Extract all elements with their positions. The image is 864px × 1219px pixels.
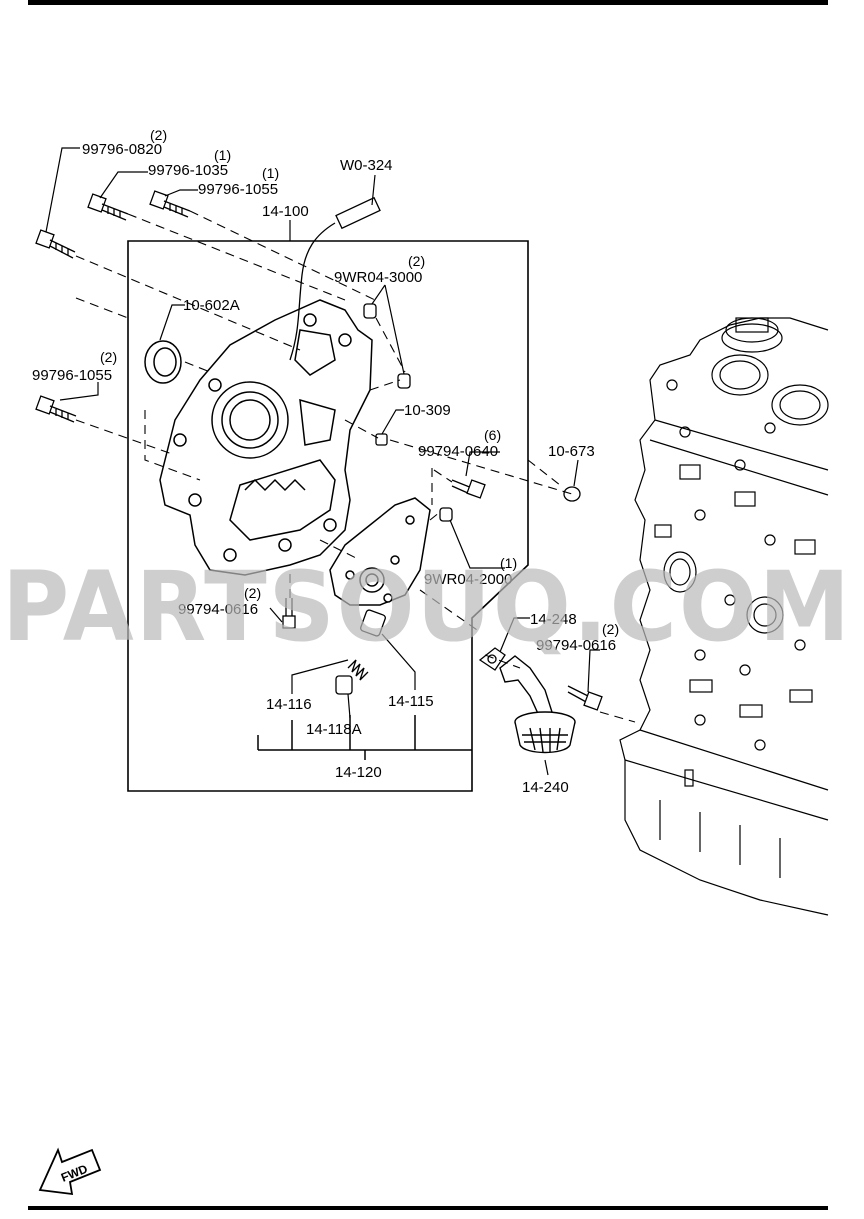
qty-99796-1035: (1): [214, 147, 231, 163]
bolt-99794-0616-right: [567, 685, 603, 711]
leader-lines: [45, 147, 600, 776]
label-9wr04-3000: 9WR04-3000: [334, 269, 422, 286]
label-10-673: 10-673: [548, 443, 595, 460]
front-cover-housing: [159, 299, 373, 576]
qty-99794-0616-right: (2): [602, 621, 619, 637]
plunger-14-115: [360, 609, 386, 637]
qty-99794-0616-left: (2): [244, 585, 261, 601]
label-99794-0640: 99794-0640: [418, 443, 498, 460]
qty-99796-1055-top: (1): [262, 165, 279, 181]
label-14-118a: 14-118A: [306, 721, 362, 738]
qty-99796-1055-left: (2): [100, 349, 117, 365]
bolt-99794-0640: [451, 479, 486, 499]
qty-99796-0820: (2): [150, 127, 167, 143]
bolts: [35, 190, 603, 711]
oil-pump-body: [329, 497, 431, 606]
qty-99794-0640: (6): [484, 427, 501, 443]
label-9wr04-2000: 9WR04-2000: [424, 571, 512, 588]
bolt-99796-1035: [87, 193, 129, 221]
pin-10-309: [375, 433, 388, 446]
plug-9wr04-2000: [439, 507, 453, 522]
label-99796-0820: 99796-0820: [82, 141, 162, 158]
bolt-99794-0616-left: [282, 598, 296, 629]
sensor-w0-324: [289, 196, 381, 361]
qty-9wr04-2000: (1): [500, 555, 517, 571]
label-14-240: 14-240: [522, 779, 569, 796]
label-99796-1055-top: 99796-1055: [198, 181, 278, 198]
qty-9wr04-3000: (2): [408, 253, 425, 269]
assembly-frame-14-100: [127, 240, 529, 792]
callout-labels: (2) 99796-0820 (1) 99796-1035 (1) 99796-…: [32, 127, 619, 796]
relief-valve-parts: [335, 609, 386, 695]
oil-strainer-14-240: [499, 655, 576, 754]
bolt-99796-0820: [35, 229, 76, 259]
o-ring-10-673: [563, 486, 581, 502]
label-14-100: 14-100: [262, 203, 309, 220]
gasket-14-248: [478, 647, 506, 671]
oil-seal-10-602a: [144, 340, 182, 384]
plug-14-118a: [335, 675, 353, 695]
bolt-99796-1055-left: [35, 395, 77, 423]
label-99796-1055-left: 99796-1055: [32, 367, 112, 384]
bolt-99796-1055-top: [149, 190, 191, 218]
label-14-120: 14-120: [335, 764, 382, 781]
label-10-309: 10-309: [404, 402, 451, 419]
label-99794-0616-left: 99794-0616: [178, 601, 258, 618]
label-99794-0616-right: 99794-0616: [536, 637, 616, 654]
top-border: [28, 0, 828, 5]
plug-9wr04-3000-b: [397, 373, 411, 389]
plug-9wr04-3000-a: [363, 303, 377, 319]
fwd-arrow-icon: FWD: [38, 1147, 102, 1196]
label-99796-1035: 99796-1035: [148, 162, 228, 179]
label-w0-324: W0-324: [340, 157, 393, 174]
dashed-alignment-lines: [75, 210, 636, 723]
label-14-115: 14-115: [388, 693, 434, 710]
small-parts: [363, 303, 581, 522]
label-14-116: 14-116: [266, 696, 312, 713]
spring-14-116: [347, 659, 369, 681]
engine-block: [619, 317, 829, 916]
bracket-14-120: [257, 715, 472, 760]
label-14-248: 14-248: [530, 611, 577, 628]
watermark-text: PARTSOUQ.COM: [2, 551, 852, 663]
bottom-border: [28, 1206, 828, 1210]
label-10-602a: 10-602A: [183, 297, 240, 314]
